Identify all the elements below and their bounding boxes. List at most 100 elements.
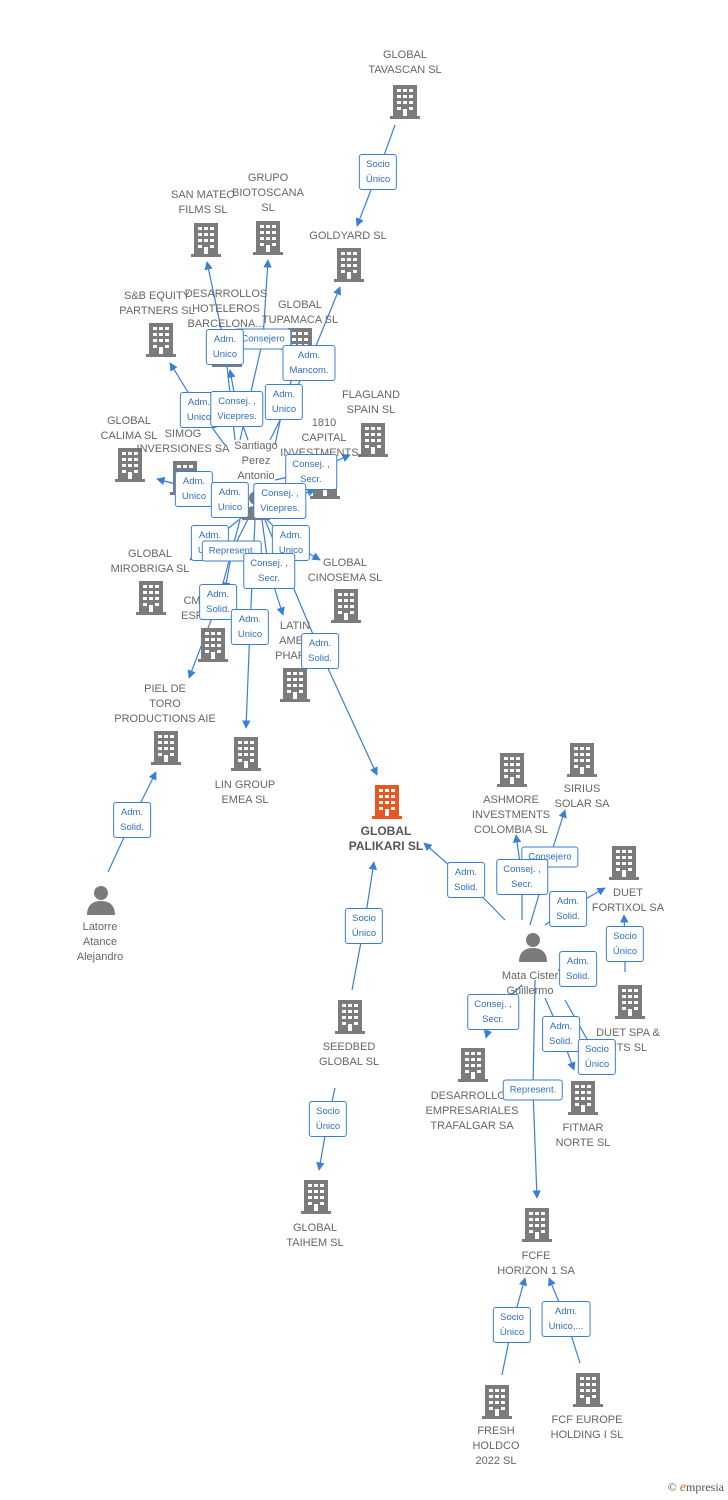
node-label-line: SPAIN SL xyxy=(346,404,396,416)
building-icon[interactable] xyxy=(253,221,283,255)
role-badge[interactable]: Consej. ,Vicepres. xyxy=(253,483,307,519)
node-label-line: SIRIUS xyxy=(563,783,601,795)
building-icon[interactable] xyxy=(191,223,221,257)
building-icon[interactable] xyxy=(280,668,310,702)
role-badge[interactable]: Consej. ,Secr. xyxy=(496,859,548,895)
building-icon[interactable] xyxy=(301,1180,331,1214)
building-icon[interactable] xyxy=(497,753,527,787)
role-line: Unico,... xyxy=(548,1321,584,1332)
building-icon[interactable] xyxy=(522,1208,552,1242)
role-badge[interactable]: Represent. xyxy=(502,1079,564,1101)
node-label-line: DESARROLLOS xyxy=(184,288,268,300)
node-label-line: GLOBAL xyxy=(382,49,428,61)
node-label-goldyard[interactable]: GOLDYARD SL xyxy=(309,229,386,244)
role-line: Adm. xyxy=(308,638,332,649)
node-label-line: FCFE xyxy=(521,1250,551,1262)
role-badge[interactable]: Adm.Solid. xyxy=(447,862,485,898)
node-label-duetspa[interactable]: DUET SPA &RTS SL xyxy=(596,1026,660,1056)
role-badge[interactable]: Adm.Solid. xyxy=(199,584,237,620)
role-badge[interactable]: Adm.Unico xyxy=(205,329,245,365)
building-icon[interactable] xyxy=(372,785,402,819)
building-icon[interactable] xyxy=(151,731,181,765)
role-line: Solid. xyxy=(549,1036,573,1047)
building-icon[interactable] xyxy=(390,85,420,119)
role-badge[interactable]: Consej. ,Vicepres. xyxy=(210,391,264,427)
building-icon[interactable] xyxy=(146,323,176,357)
node-label-line: EMEA SL xyxy=(221,794,269,806)
role-badge[interactable]: Adm.Solid. xyxy=(559,951,597,987)
node-label-line: GRUPO xyxy=(247,172,289,184)
building-icon[interactable] xyxy=(458,1048,488,1082)
role-line: Consej. , xyxy=(250,558,288,569)
building-icon[interactable] xyxy=(615,985,645,1019)
person-icon[interactable] xyxy=(87,886,115,915)
building-icon[interactable] xyxy=(568,1081,598,1115)
building-icon[interactable] xyxy=(198,628,228,662)
role-line: Adm. xyxy=(120,807,144,818)
building-icon[interactable] xyxy=(331,589,361,623)
role-badge[interactable]: Consej. ,Secr. xyxy=(467,994,519,1030)
node-label-line: Mata Cister xyxy=(501,970,559,982)
role-line: Único xyxy=(351,928,377,939)
role-badge[interactable]: Adm.Solid. xyxy=(542,1016,580,1052)
building-icon[interactable] xyxy=(136,581,166,615)
node-label-line: NORTE SL xyxy=(555,1137,611,1149)
role-badge[interactable]: Adm.Unico xyxy=(210,482,250,518)
role-badge[interactable]: Adm.Unico xyxy=(264,384,304,420)
person-icon[interactable] xyxy=(519,933,547,962)
building-icon[interactable] xyxy=(334,248,364,282)
role-line: Mancom. xyxy=(289,365,329,376)
building-icon[interactable] xyxy=(573,1373,603,1407)
role-badge[interactable]: Adm.Mancom. xyxy=(282,345,336,381)
node-label-line: ASHMORE xyxy=(483,794,539,806)
role-badge[interactable]: Adm.Solid. xyxy=(301,633,339,669)
building-icon[interactable] xyxy=(335,1000,365,1034)
building-icon[interactable] xyxy=(231,737,261,771)
role-badge[interactable]: Adm.Solid. xyxy=(549,891,587,927)
building-icon[interactable] xyxy=(567,743,597,777)
role-badge[interactable]: Adm.Unico,... xyxy=(541,1301,591,1337)
node-label-line: GLOBAL SL xyxy=(318,1056,380,1068)
role-badge[interactable]: Adm.Unico xyxy=(230,609,270,645)
building-icon[interactable] xyxy=(482,1385,512,1419)
role-line: Adm. xyxy=(454,867,478,878)
building-icon[interactable] xyxy=(609,846,639,880)
role-badge[interactable]: Adm.Solid. xyxy=(113,802,151,838)
role-badge[interactable]: Consej. ,Secr. xyxy=(243,553,295,589)
role-badge[interactable]: Adm.Unico xyxy=(174,471,214,507)
